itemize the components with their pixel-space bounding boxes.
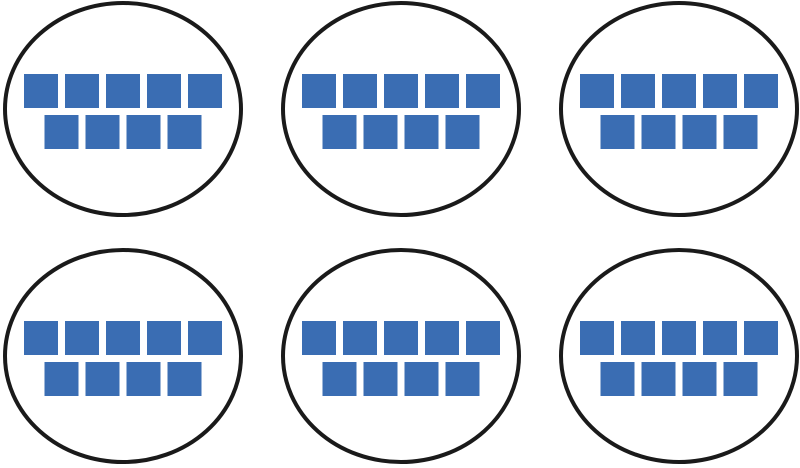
top-row-square: [703, 74, 737, 108]
bottom-row-square: [404, 362, 439, 396]
top-row-square: [384, 74, 418, 108]
top-row-square: [384, 321, 418, 355]
bottom-row-square: [641, 362, 676, 396]
bottom-row-square: [322, 115, 357, 149]
top-row-square: [147, 74, 181, 108]
bottom-row-square: [85, 362, 120, 396]
top-row-square: [662, 321, 696, 355]
bottom-row-square: [682, 362, 717, 396]
group-1: [3, 1, 243, 217]
bottom-row-square: [723, 362, 758, 396]
top-row-square: [343, 74, 377, 108]
bottom-row-square: [641, 115, 676, 149]
top-row-square: [106, 74, 140, 108]
top-row-square: [425, 321, 459, 355]
top-row-square: [466, 321, 500, 355]
group-circle: [281, 248, 521, 464]
top-row-square: [466, 74, 500, 108]
top-row-square: [703, 321, 737, 355]
group-4: [3, 248, 243, 464]
bottom-row-square: [126, 115, 161, 149]
bottom-row-square: [363, 115, 398, 149]
bottom-row-square: [600, 115, 635, 149]
bottom-row-square: [682, 115, 717, 149]
top-row-square: [425, 74, 459, 108]
group-3: [559, 1, 799, 217]
bottom-row-square: [723, 115, 758, 149]
group-2: [281, 1, 521, 217]
top-row-square: [24, 321, 58, 355]
bottom-row-square: [445, 362, 480, 396]
top-row-square: [343, 321, 377, 355]
group-5: [281, 248, 521, 464]
group-circle: [559, 1, 799, 217]
bottom-row-square: [44, 362, 79, 396]
top-row-square: [302, 74, 336, 108]
bottom-row-square: [85, 115, 120, 149]
group-circle: [3, 248, 243, 464]
top-row-square: [188, 74, 222, 108]
bottom-row-square: [600, 362, 635, 396]
top-row-square: [65, 74, 99, 108]
top-row-square: [621, 321, 655, 355]
group-6: [559, 248, 799, 464]
top-row-square: [147, 321, 181, 355]
bottom-row-square: [167, 362, 202, 396]
bottom-row-square: [44, 115, 79, 149]
bottom-row-square: [404, 115, 439, 149]
top-row-square: [24, 74, 58, 108]
bottom-row-square: [363, 362, 398, 396]
group-circle: [3, 1, 243, 217]
top-row-square: [621, 74, 655, 108]
bottom-row-square: [167, 115, 202, 149]
top-row-square: [106, 321, 140, 355]
top-row-square: [302, 321, 336, 355]
top-row-square: [744, 321, 778, 355]
top-row-square: [580, 321, 614, 355]
top-row-square: [65, 321, 99, 355]
group-circle: [559, 248, 799, 464]
top-row-square: [662, 74, 696, 108]
top-row-square: [580, 74, 614, 108]
top-row-square: [744, 74, 778, 108]
group-circle: [281, 1, 521, 217]
bottom-row-square: [126, 362, 161, 396]
top-row-square: [188, 321, 222, 355]
bottom-row-square: [322, 362, 357, 396]
bottom-row-square: [445, 115, 480, 149]
